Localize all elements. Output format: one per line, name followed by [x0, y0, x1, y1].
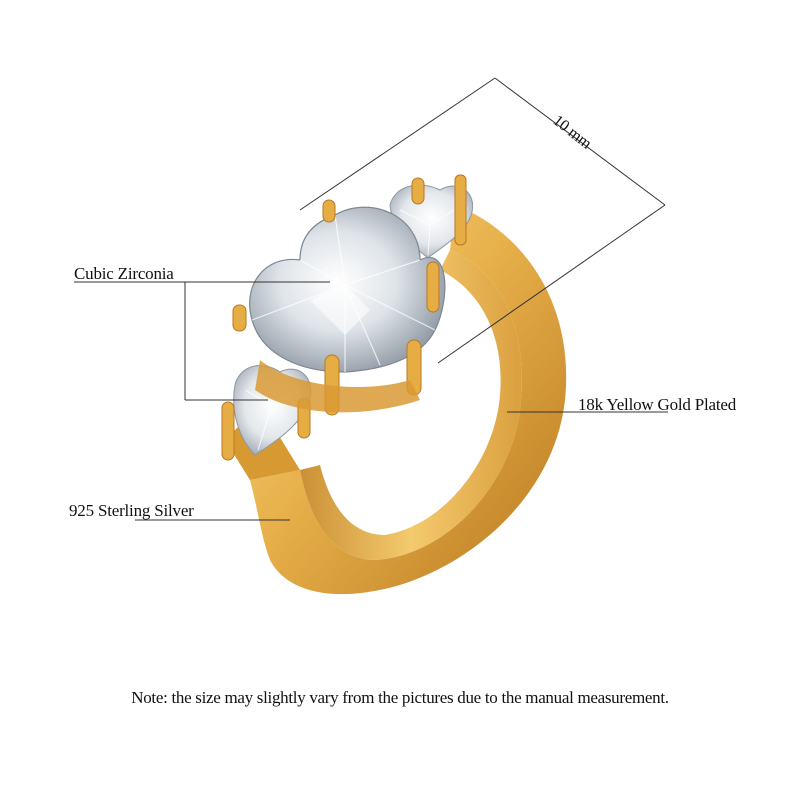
plating-label: 18k Yellow Gold Plated	[578, 395, 737, 414]
stone-label: Cubic Zirconia	[74, 264, 174, 283]
annotation-lines	[74, 77, 668, 521]
size-note: Note: the size may slightly vary from th…	[131, 688, 669, 707]
ring-inner-surface	[300, 250, 522, 560]
ring-band	[250, 205, 567, 595]
gallery	[255, 360, 420, 413]
base-metal-label: 925 Sterling Silver	[69, 501, 194, 520]
heart-stone	[249, 206, 446, 373]
